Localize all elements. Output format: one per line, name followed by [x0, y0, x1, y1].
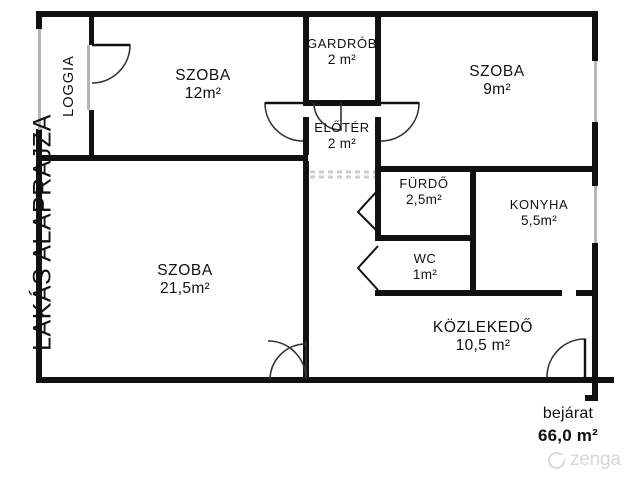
room-area: 12m²	[184, 84, 222, 102]
zenga-logo-icon	[548, 451, 565, 469]
room-name: GARDRÓB	[307, 36, 377, 51]
room-label-konyha: KONYHA 5,5m²	[483, 197, 595, 228]
entrance-label: bejárat	[542, 405, 594, 422]
total-area: 66,0 m²	[538, 426, 598, 445]
room-name: SZOBA	[469, 63, 525, 80]
room-name: FÜRDŐ	[399, 176, 449, 191]
entrance-block: bejárat 66,0 m²	[508, 405, 628, 446]
watermark-brand: zenga	[570, 449, 621, 470]
room-name: WC	[413, 251, 437, 266]
room-label-kozlekedo: KÖZLEKEDŐ 10,5 m²	[395, 319, 571, 355]
interior-walls	[36, 11, 598, 383]
folding-doors	[356, 189, 379, 291]
door-entrance	[546, 338, 586, 378]
door-loggia	[91, 44, 131, 84]
door-gardrob	[313, 102, 342, 131]
page-title: LAKÁS ALAPRAJZA	[28, 114, 57, 351]
room-name: SZOBA	[157, 262, 213, 279]
room-area: 1m²	[412, 266, 438, 282]
room-label-szoba9: SZOBA 9m²	[437, 63, 557, 99]
door-szoba21-arc	[269, 343, 307, 381]
room-area: 5,5m²	[520, 212, 557, 228]
room-area: 2 m²	[327, 51, 357, 67]
room-area: 2 m²	[327, 135, 357, 151]
room-name: KÖZLEKEDŐ	[432, 319, 534, 336]
watermark: zenga	[548, 449, 621, 471]
room-label-furdo: FÜRDŐ 2,5m²	[376, 176, 472, 207]
room-label-gardrob: GARDRÓB 2 m²	[292, 36, 392, 67]
outer-walls	[36, 11, 614, 401]
dashed-opening	[310, 170, 375, 179]
door-szoba21-kozlekedo	[267, 340, 307, 380]
room-label-loggia: LOGGIA	[61, 55, 77, 117]
room-label-wc: WC 1m²	[382, 251, 468, 282]
door-szoba12-eloter	[264, 102, 304, 142]
room-area: 10,5 m²	[455, 336, 511, 354]
room-name: SZOBA	[175, 67, 231, 84]
room-area: 2,5m²	[405, 191, 442, 207]
door-swings	[91, 43, 587, 381]
room-label-szoba21: SZOBA 21,5m²	[115, 262, 255, 298]
door-szoba9-eloter	[380, 102, 420, 142]
window-konyha-right	[594, 186, 597, 243]
folding-door-furdo	[356, 189, 379, 233]
window-szoba9-right	[594, 61, 597, 122]
window-szoba12-door-jamb	[87, 45, 90, 110]
room-label-eloter: ELŐTÉR 2 m²	[292, 120, 392, 151]
room-name: KONYHA	[509, 197, 569, 212]
room-area: 21,5m²	[159, 279, 211, 297]
folding-door-wc	[356, 245, 379, 291]
window-loggia-left	[38, 29, 41, 130]
room-name: ELŐTÉR	[314, 120, 370, 135]
room-label-szoba12: SZOBA 12m²	[143, 67, 263, 103]
room-area: 9m²	[483, 80, 511, 98]
